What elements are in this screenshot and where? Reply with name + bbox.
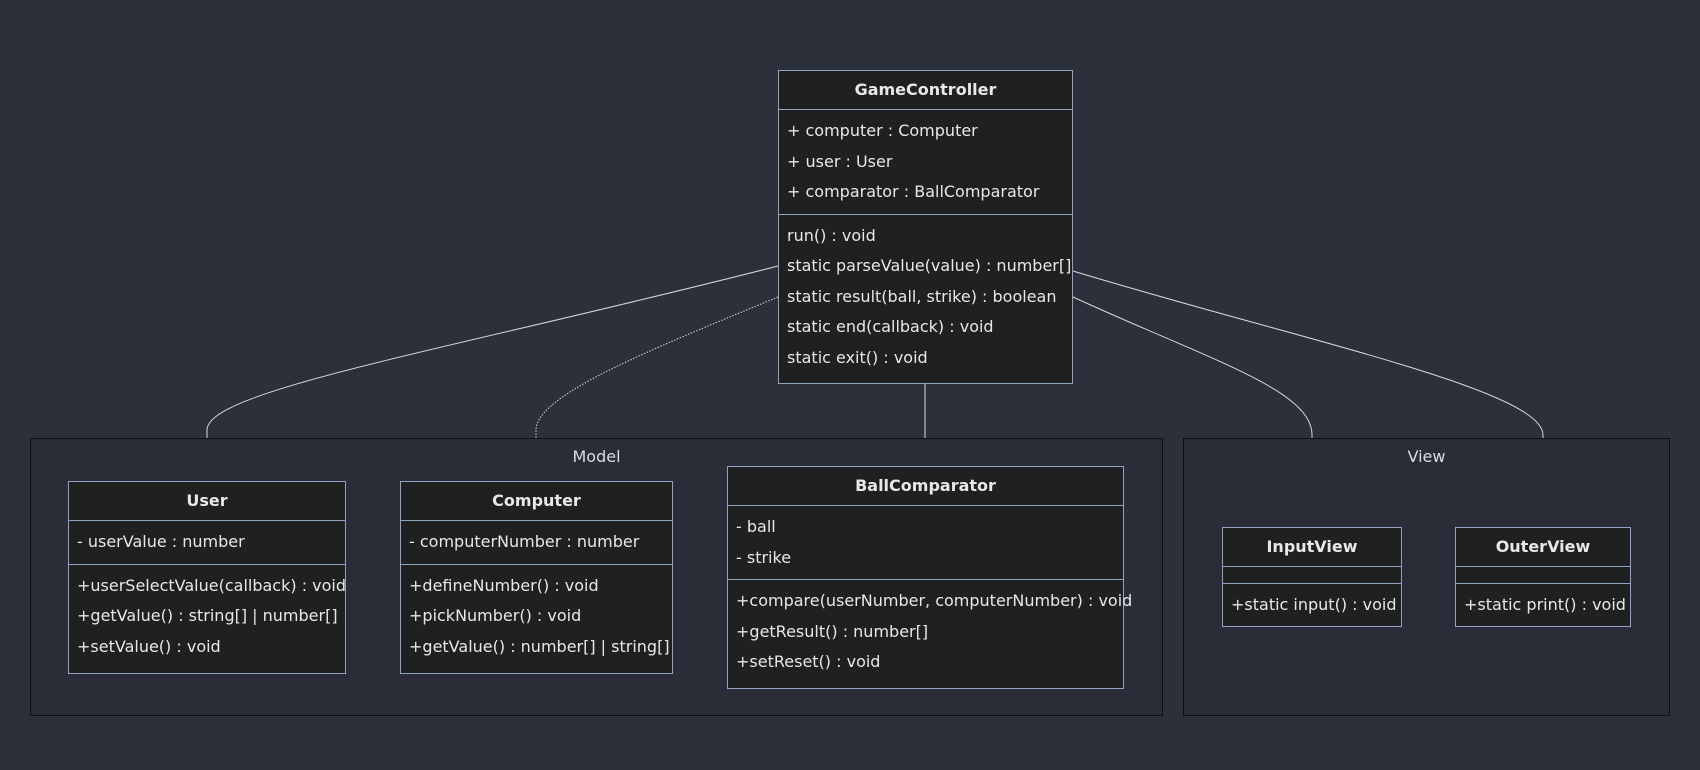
class-title: BallComparator (728, 467, 1123, 506)
method-row: +getValue() : number[] | string[] (409, 636, 670, 656)
class-attributes: + computer : Computer + user : User + co… (779, 110, 1072, 214)
method-row: static parseValue(value) : number[] (787, 256, 1072, 275)
class-attributes: - computerNumber : number (401, 521, 672, 564)
class-attributes: - userValue : number (69, 521, 345, 564)
class-title: GameController (779, 71, 1072, 110)
attribute-row: - userValue : number (77, 532, 245, 551)
method-row: +getResult() : number[] (736, 621, 929, 641)
method-row: +setValue() : void (77, 636, 221, 656)
class-ballcomparator[interactable]: BallComparator - ball - strike +compare(… (727, 466, 1133, 689)
method-row: static result(ball, strike) : boolean (787, 286, 1057, 306)
method-row: static exit() : void (787, 347, 928, 367)
class-methods: +userSelectValue(callback) : void +getVa… (69, 563, 347, 669)
class-title: Computer (401, 482, 672, 521)
attribute-row: - strike (736, 547, 792, 567)
package-view-label: View (1407, 447, 1446, 466)
class-title: User (69, 482, 345, 521)
class-inputview[interactable]: InputView +static input() : void (1222, 527, 1402, 627)
class-title: OuterView (1456, 528, 1630, 567)
package-model-label: Model (572, 447, 621, 466)
method-row: +getValue() : string[] | number[] (77, 606, 338, 625)
class-attributes (1223, 567, 1401, 583)
method-row: +static print() : void (1464, 595, 1626, 614)
method-row: run() : void (787, 225, 876, 245)
method-row: +setReset() : void (736, 652, 881, 671)
method-row: static end(callback) : void (787, 317, 994, 336)
class-computer[interactable]: Computer - computerNumber : number +defi… (400, 481, 673, 674)
relation-gamecontroller-computer (536, 297, 778, 480)
class-attributes (1456, 567, 1630, 583)
class-title: InputView (1223, 528, 1401, 567)
class-gamecontroller[interactable]: GameController + computer : Computer + u… (778, 70, 1073, 384)
attribute-row: - ball (736, 517, 776, 536)
attribute-row: + user : User (787, 151, 893, 171)
attribute-row: + comparator : BallComparator (787, 182, 1040, 201)
class-attributes: - ball - strike (728, 506, 1123, 579)
class-methods: +static print() : void (1456, 583, 1630, 627)
attribute-row: + computer : Computer (787, 121, 978, 140)
method-row: +userSelectValue(callback) : void (77, 575, 347, 595)
relation-gamecontroller-outerview (1073, 271, 1543, 527)
class-methods: +defineNumber() : void +pickNumber() : v… (401, 563, 672, 669)
method-row: +static input() : void (1231, 595, 1397, 614)
method-row: +pickNumber() : void (409, 606, 582, 625)
method-row: +defineNumber() : void (409, 575, 599, 595)
class-user[interactable]: User - userValue : number +userSelectVal… (68, 481, 346, 674)
class-outerview[interactable]: OuterView +static print() : void (1455, 527, 1631, 627)
method-row: +compare(userNumber, computerNumber) : v… (736, 591, 1133, 610)
attribute-row: - computerNumber : number (409, 532, 640, 551)
class-methods: +static input() : void (1223, 583, 1401, 627)
class-methods: +compare(userNumber, computerNumber) : v… (728, 579, 1133, 684)
class-methods: run() : void static parseValue(value) : … (779, 213, 1072, 380)
